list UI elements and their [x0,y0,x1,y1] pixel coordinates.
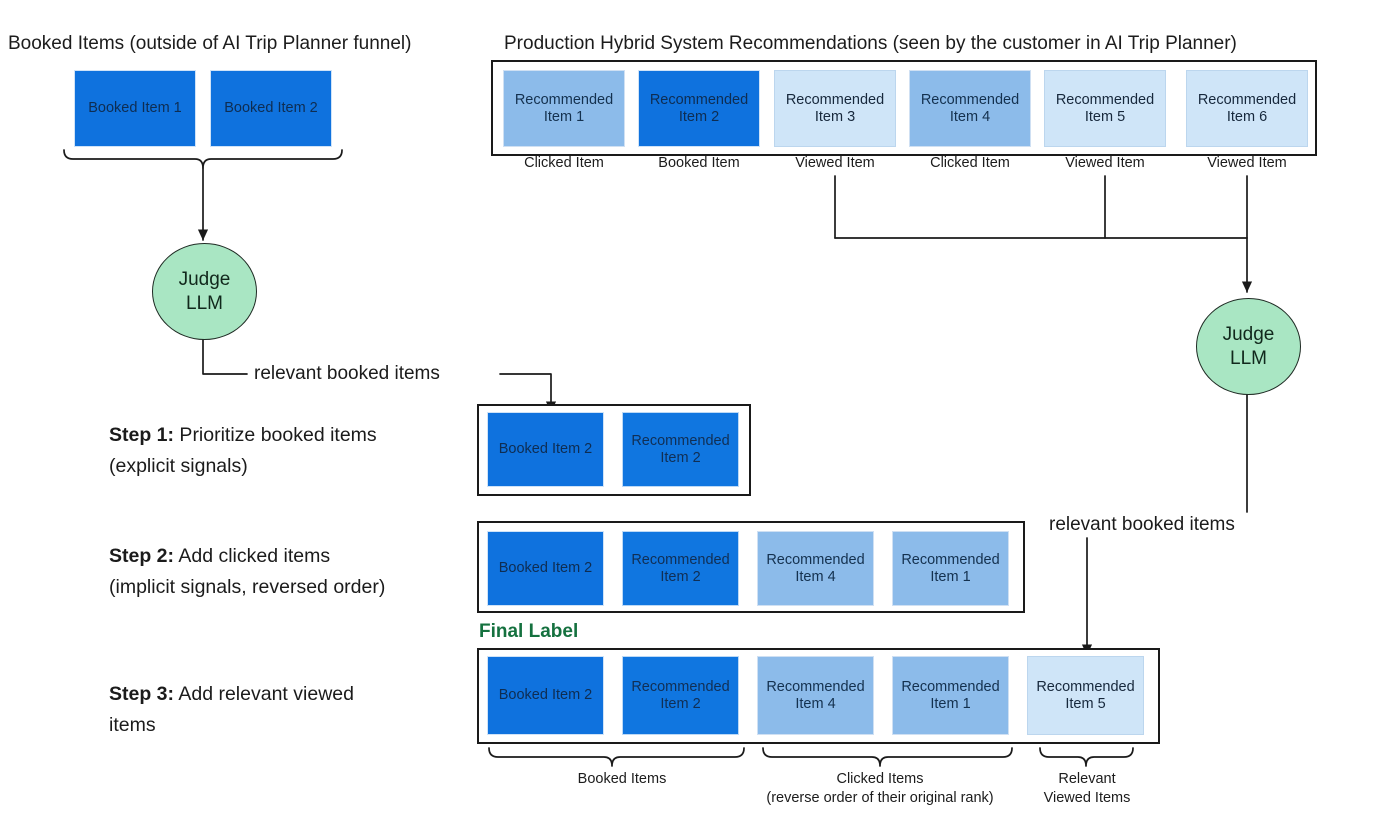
edge-label-relevant-booked-right: relevant booked items [1043,514,1241,536]
step-1-number: Step 1: [109,424,175,446]
step-1-tile-2[interactable]: Recommended Item 2 [622,412,739,487]
judge-llm-right-line1: Judge [1222,323,1275,345]
recommendation-tile-3[interactable]: Recommended Item 3 [774,70,896,147]
recommendation-tile-6[interactable]: Recommended Item 6 [1186,70,1308,147]
heading-booked-items: Booked Items (outside of AI Trip Planner… [8,33,412,54]
recommendation-tile-2[interactable]: Recommended Item 2 [638,70,760,147]
caption-item-5: Viewed Item [1065,155,1145,171]
step-3-tile-5[interactable]: Recommended Item 5 [1027,656,1144,735]
caption-item-6: Viewed Item [1207,155,1287,171]
booked-item-tile[interactable]: Booked Item 2 [210,70,332,147]
step-1-tile-1[interactable]: Booked Item 2 [487,412,604,487]
final-label: Final Label [479,621,579,642]
edge-label-relevant-booked-left: relevant booked items [248,363,446,385]
recommendation-tile-1[interactable]: Recommended Item 1 [503,70,625,147]
step-3-number: Step 3: [109,683,175,705]
step-3-tile-2[interactable]: Recommended Item 2 [622,656,739,735]
step-3-tile-1[interactable]: Booked Item 2 [487,656,604,735]
step-2-number: Step 2: [109,545,175,567]
step-2-label: Step 2: Add clicked items (implicit sign… [109,541,509,603]
caption-item-1: Clicked Item [524,155,604,171]
step-3-text: Add relevant viewed items [109,683,354,736]
step-3-label: Step 3: Add relevant viewed items [109,679,469,741]
step-1-label: Step 1: Prioritize booked items (explici… [109,420,469,482]
caption-item-3: Viewed Item [795,155,875,171]
step-3-tile-3[interactable]: Recommended Item 4 [757,656,874,735]
judge-llm-right[interactable]: Judge LLM [1196,298,1301,395]
caption-item-2: Booked Item [658,155,740,171]
judge-llm-left[interactable]: Judge LLM [152,243,257,340]
recommendation-tile-4[interactable]: Recommended Item 4 [909,70,1031,147]
step-2-tile-2[interactable]: Recommended Item 2 [622,531,739,606]
judge-llm-right-line2: LLM [1230,347,1267,369]
bracket-label-clicked-items: Clicked Items (reverse order of their or… [766,771,994,806]
bracket-label-booked-items: Booked Items [577,771,667,787]
production-row-frame [491,60,1317,156]
booked-item-tile[interactable]: Booked Item 1 [74,70,196,147]
step-2-tile-3[interactable]: Recommended Item 4 [757,531,874,606]
step-2-tile-4[interactable]: Recommended Item 1 [892,531,1009,606]
step-2-text: Add clicked items (implicit signals, rev… [109,545,386,598]
heading-production-recommendations: Production Hybrid System Recommendations… [504,33,1237,54]
judge-llm-left-line2: LLM [186,292,223,314]
recommendation-tile-5[interactable]: Recommended Item 5 [1044,70,1166,147]
caption-item-4: Clicked Item [930,155,1010,171]
step-2-tile-1[interactable]: Booked Item 2 [487,531,604,606]
judge-llm-left-line1: Judge [178,268,231,290]
step-3-tile-4[interactable]: Recommended Item 1 [892,656,1009,735]
bracket-label-relevant-viewed-items: Relevant Viewed Items [1043,771,1131,806]
step-1-text: Prioritize booked items (explicit signal… [109,424,377,477]
